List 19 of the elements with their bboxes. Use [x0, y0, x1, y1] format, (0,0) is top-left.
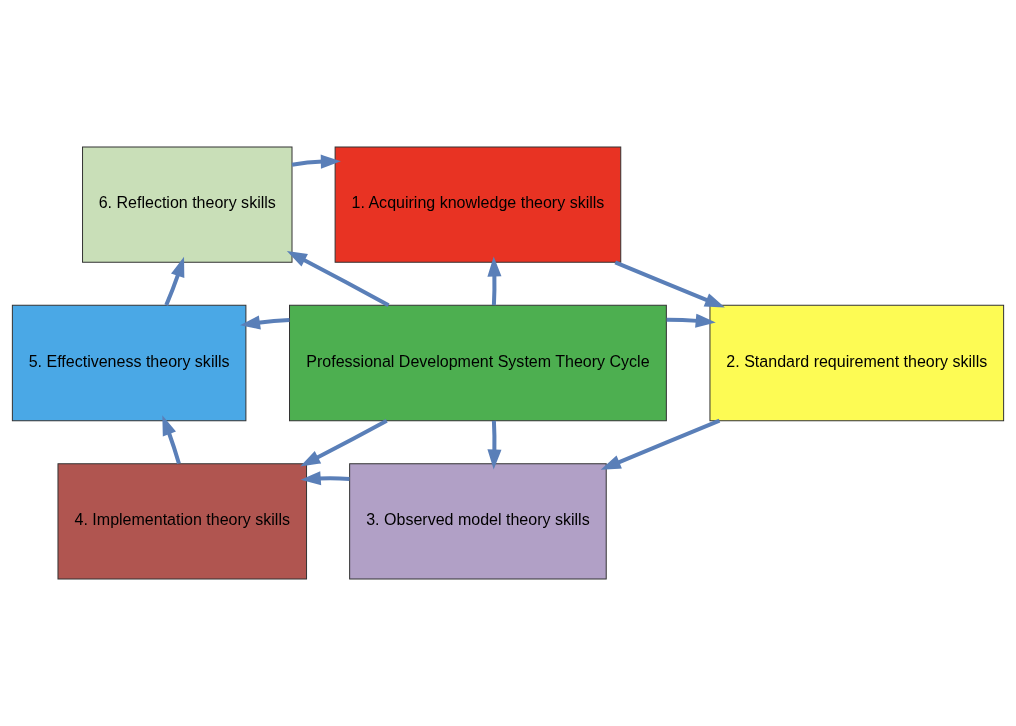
arrow — [300, 418, 388, 467]
node-box: 4. Implementation theory skills — [57, 463, 308, 580]
arrow — [487, 256, 502, 306]
node-box: 1. Acquiring knowledge theory skills — [334, 146, 622, 263]
arrow — [239, 315, 290, 330]
arrow — [164, 256, 185, 306]
node-box: 5. Effectiveness theory skills — [11, 304, 247, 422]
arrow — [286, 251, 390, 308]
node-box: 6. Reflection theory skills — [82, 146, 293, 263]
arrow — [600, 418, 721, 470]
arrow — [300, 471, 350, 486]
arrow — [666, 313, 716, 328]
arrow — [487, 420, 502, 470]
node-box: 2. Standard requirement theory skills — [709, 304, 1005, 422]
arrow — [162, 415, 181, 465]
node-box: Professional Development System Theory Cycle — [289, 304, 667, 422]
node-box: 3. Observed model theory skills — [349, 463, 607, 580]
arrow — [614, 260, 725, 308]
arrow — [291, 154, 341, 169]
